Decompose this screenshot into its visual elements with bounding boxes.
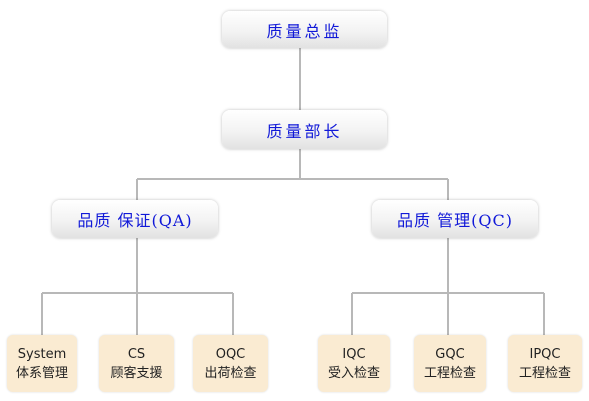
node-gqc: GQC 工程检查	[414, 335, 486, 392]
node-system: System 体系管理	[7, 335, 77, 392]
node-iqc-line1: IQC	[342, 346, 366, 362]
node-cs-line1: CS	[127, 346, 146, 362]
node-quality-assurance-label: 品质 保证(QA)	[77, 211, 193, 230]
node-oqc-line2: 出荷检查	[204, 365, 257, 381]
node-ipqc-line1: IPQC	[529, 346, 561, 362]
node-quality-director: 质量总监	[222, 11, 387, 48]
node-quality-manager: 质量部长	[222, 110, 387, 149]
node-cs-line2: 顾客支援	[110, 365, 163, 381]
node-quality-manager-label: 质量部长	[266, 121, 343, 141]
node-quality-assurance: 品质 保证(QA)	[52, 200, 218, 238]
node-oqc-line1: OQC	[215, 346, 246, 362]
node-iqc-line2: 受入检查	[327, 365, 380, 381]
node-gqc-line2: 工程检查	[423, 365, 476, 381]
node-quality-director-label: 质量总监	[266, 21, 343, 41]
node-quality-control-label: 品质 管理(QC)	[397, 211, 513, 230]
node-iqc: IQC 受入检查	[318, 335, 390, 392]
node-ipqc-line2: 工程检查	[518, 365, 571, 381]
node-ipqc: IPQC 工程检查	[508, 335, 582, 392]
node-oqc: OQC 出荷检查	[193, 335, 268, 392]
node-system-line2: 体系管理	[15, 365, 68, 381]
node-quality-control: 品质 管理(QC)	[372, 200, 538, 238]
node-cs: CS 顾客支援	[99, 335, 174, 392]
node-system-line1: System	[17, 346, 67, 362]
node-gqc-line1: GQC	[435, 346, 465, 362]
